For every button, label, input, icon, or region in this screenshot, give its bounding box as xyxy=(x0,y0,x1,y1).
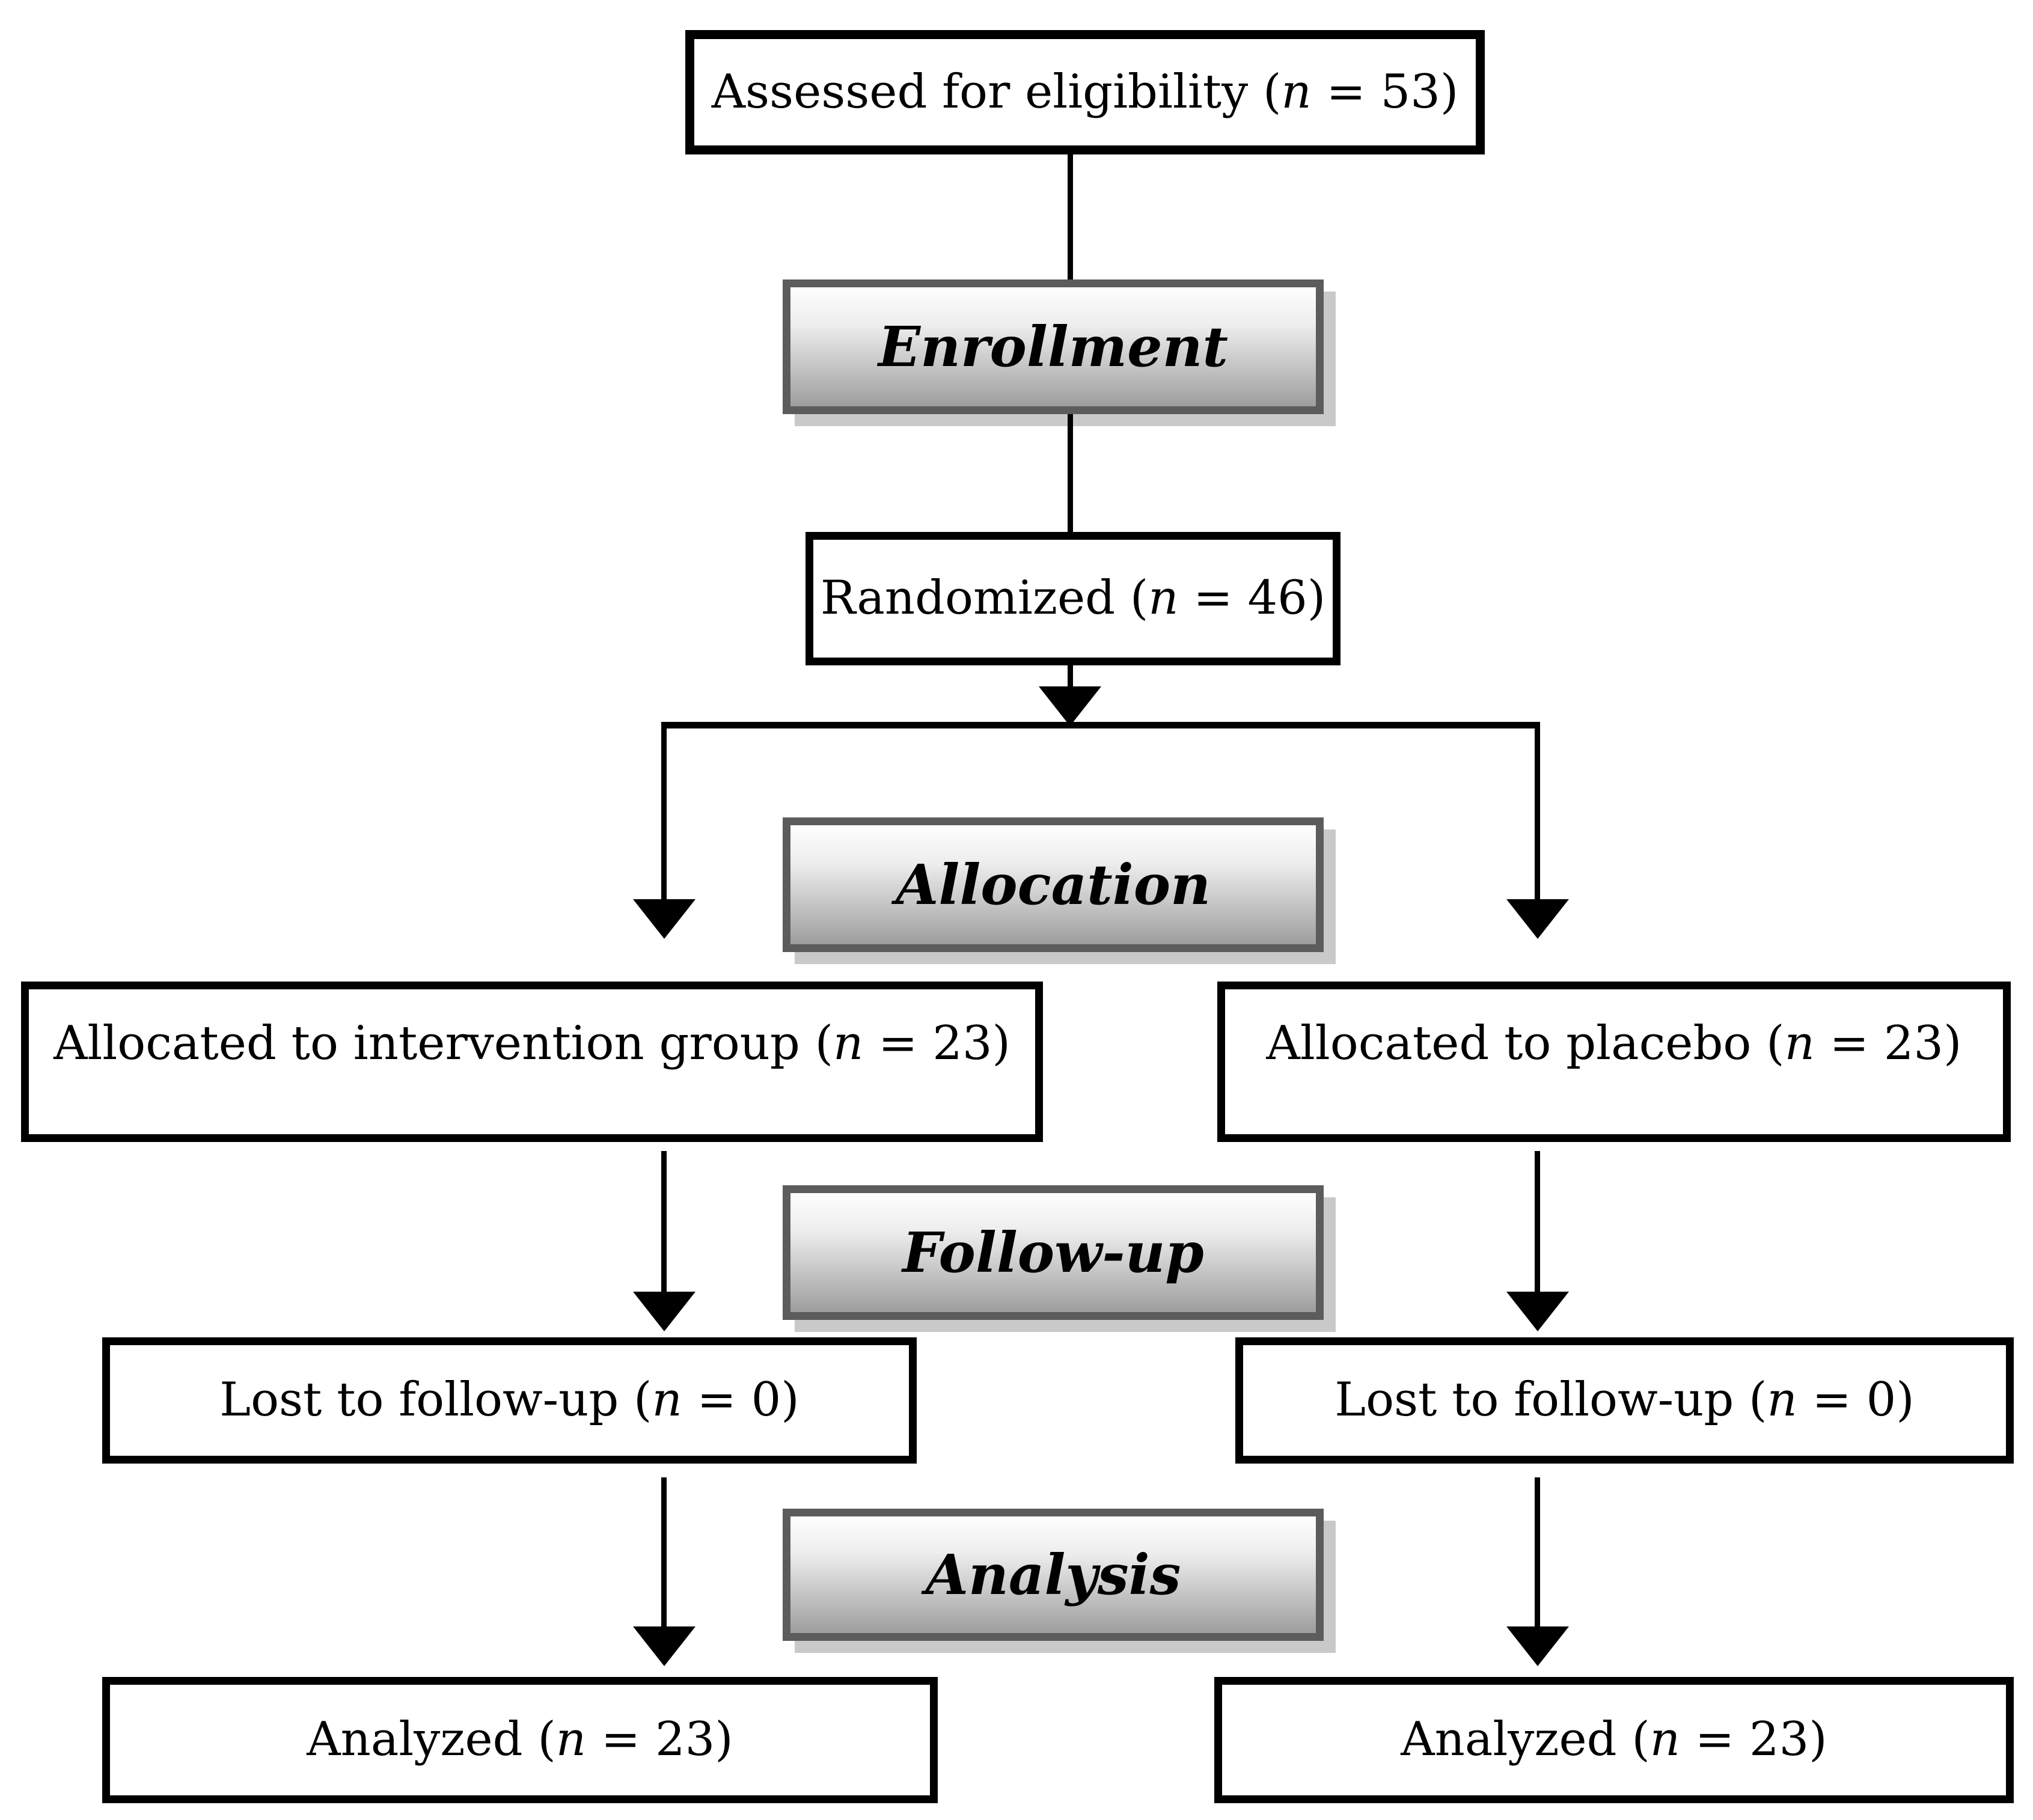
analyzed-intervention-label: Analyzed (n = 23) xyxy=(307,1712,733,1767)
down-arrowhead-analyzed-right xyxy=(1506,1626,1569,1666)
enrollment-stage-label: Enrollment xyxy=(878,314,1228,379)
analyzed-placebo-label: Analyzed (n = 23) xyxy=(1401,1712,1827,1767)
lost-followup-placebo-box: Lost to follow-up (n = 0) xyxy=(1235,1337,2014,1464)
allocated-placebo-label: Allocated to placebo (n = 23) xyxy=(1266,1016,1962,1070)
analysis-stage-label: Analysis xyxy=(925,1542,1181,1607)
lost-followup-intervention-label: Lost to follow-up (n = 0) xyxy=(219,1373,799,1428)
enrollment-stage-box: Enrollment xyxy=(783,279,1324,414)
down-arrowhead-randomized xyxy=(1039,686,1101,726)
analyzed-intervention-box: Analyzed (n = 23) xyxy=(102,1677,938,1803)
allocated-intervention-label: Allocated to intervention group (n = 23) xyxy=(54,1016,1010,1070)
followup-stage-label: Follow-up xyxy=(902,1220,1204,1285)
connector-randomized-branch xyxy=(1068,665,1073,694)
connector-lost-analyzed-left xyxy=(661,1477,667,1629)
branch-left-drop-line xyxy=(661,728,667,902)
down-arrowhead-lost-right xyxy=(1506,1292,1569,1331)
analyzed-placebo-box: Analyzed (n = 23) xyxy=(1214,1677,2014,1803)
connector-enrollment-randomized xyxy=(1068,414,1073,534)
connector-allocated-lost-right xyxy=(1535,1151,1540,1294)
assessed-eligibility-box: Assessed for eligibility (n = 53) xyxy=(685,30,1485,154)
allocated-placebo-box: Allocated to placebo (n = 23) xyxy=(1217,982,2011,1142)
assessed-eligibility-label: Assessed for eligibility (n = 53) xyxy=(711,64,1459,119)
lost-followup-placebo-label: Lost to follow-up (n = 0) xyxy=(1334,1373,1915,1428)
randomized-label: Randomized (n = 46) xyxy=(820,571,1326,626)
randomized-box: Randomized (n = 46) xyxy=(806,532,1341,665)
followup-stage-box: Follow-up xyxy=(783,1185,1324,1320)
down-arrowhead-analyzed-left xyxy=(633,1626,696,1666)
lost-followup-intervention-box: Lost to follow-up (n = 0) xyxy=(102,1337,917,1464)
connector-lost-analyzed-right xyxy=(1535,1477,1540,1629)
allocation-stage-label: Allocation xyxy=(896,852,1211,917)
branch-right-drop-line xyxy=(1535,728,1540,902)
down-arrowhead-lost-left xyxy=(633,1292,696,1331)
down-arrowhead-branch-left xyxy=(633,899,696,939)
connector-assessed-enrollment xyxy=(1068,153,1073,282)
branch-horizontal-line xyxy=(661,722,1540,728)
connector-allocated-lost-left xyxy=(661,1151,667,1294)
down-arrowhead-branch-right xyxy=(1506,899,1569,939)
allocated-intervention-box: Allocated to intervention group (n = 23) xyxy=(21,982,1043,1142)
allocation-stage-box: Allocation xyxy=(783,817,1324,952)
analysis-stage-box: Analysis xyxy=(783,1509,1324,1641)
